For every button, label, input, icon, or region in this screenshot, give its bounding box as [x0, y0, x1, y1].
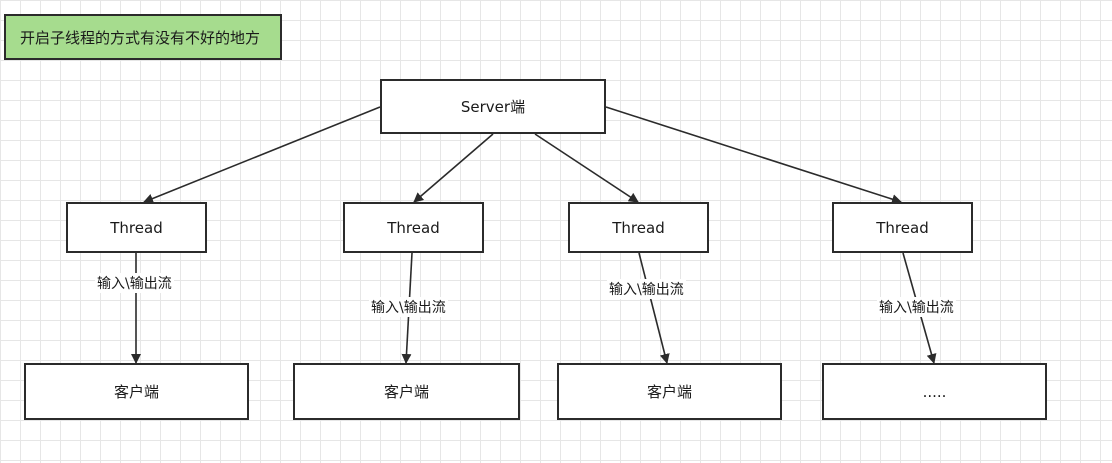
server-node: Server端 — [380, 79, 606, 134]
client-node-3: 客户端 — [557, 363, 782, 420]
edge-label-io-stream-4: 输入\输出流 — [877, 297, 956, 317]
thread-node-4: Thread — [832, 202, 973, 253]
client-node-label: ..... — [922, 382, 947, 401]
edge-label-io-stream-3: 输入\输出流 — [607, 279, 686, 299]
thread-node-label: Thread — [110, 218, 163, 237]
diagram-title: 开启子线程的方式有没有不好的地方 — [4, 14, 282, 60]
client-node-label: 客户端 — [113, 383, 159, 401]
server-node-label: Server端 — [460, 98, 526, 116]
arrow-server-thread-2 — [413, 133, 494, 203]
arrow-thread-client-3 — [638, 252, 670, 364]
client-node-4: ..... — [822, 363, 1047, 420]
thread-node-label: Thread — [387, 218, 440, 237]
client-node-label: 客户端 — [383, 383, 429, 401]
arrow-server-thread-1 — [143, 106, 381, 204]
thread-node-1: Thread — [66, 202, 207, 253]
client-node-label: 客户端 — [646, 383, 692, 401]
client-node-2: 客户端 — [293, 363, 520, 420]
arrow-server-thread-4 — [605, 106, 902, 205]
edge-label-io-stream-2: 输入\输出流 — [369, 297, 448, 317]
thread-node-3: Thread — [568, 202, 709, 253]
thread-node-2: Thread — [343, 202, 484, 253]
arrow-server-thread-3 — [534, 133, 639, 203]
thread-node-label: Thread — [612, 218, 665, 237]
thread-node-label: Thread — [876, 218, 929, 237]
edge-label-io-stream-1: 输入\输出流 — [95, 273, 174, 293]
client-node-1: 客户端 — [24, 363, 249, 420]
